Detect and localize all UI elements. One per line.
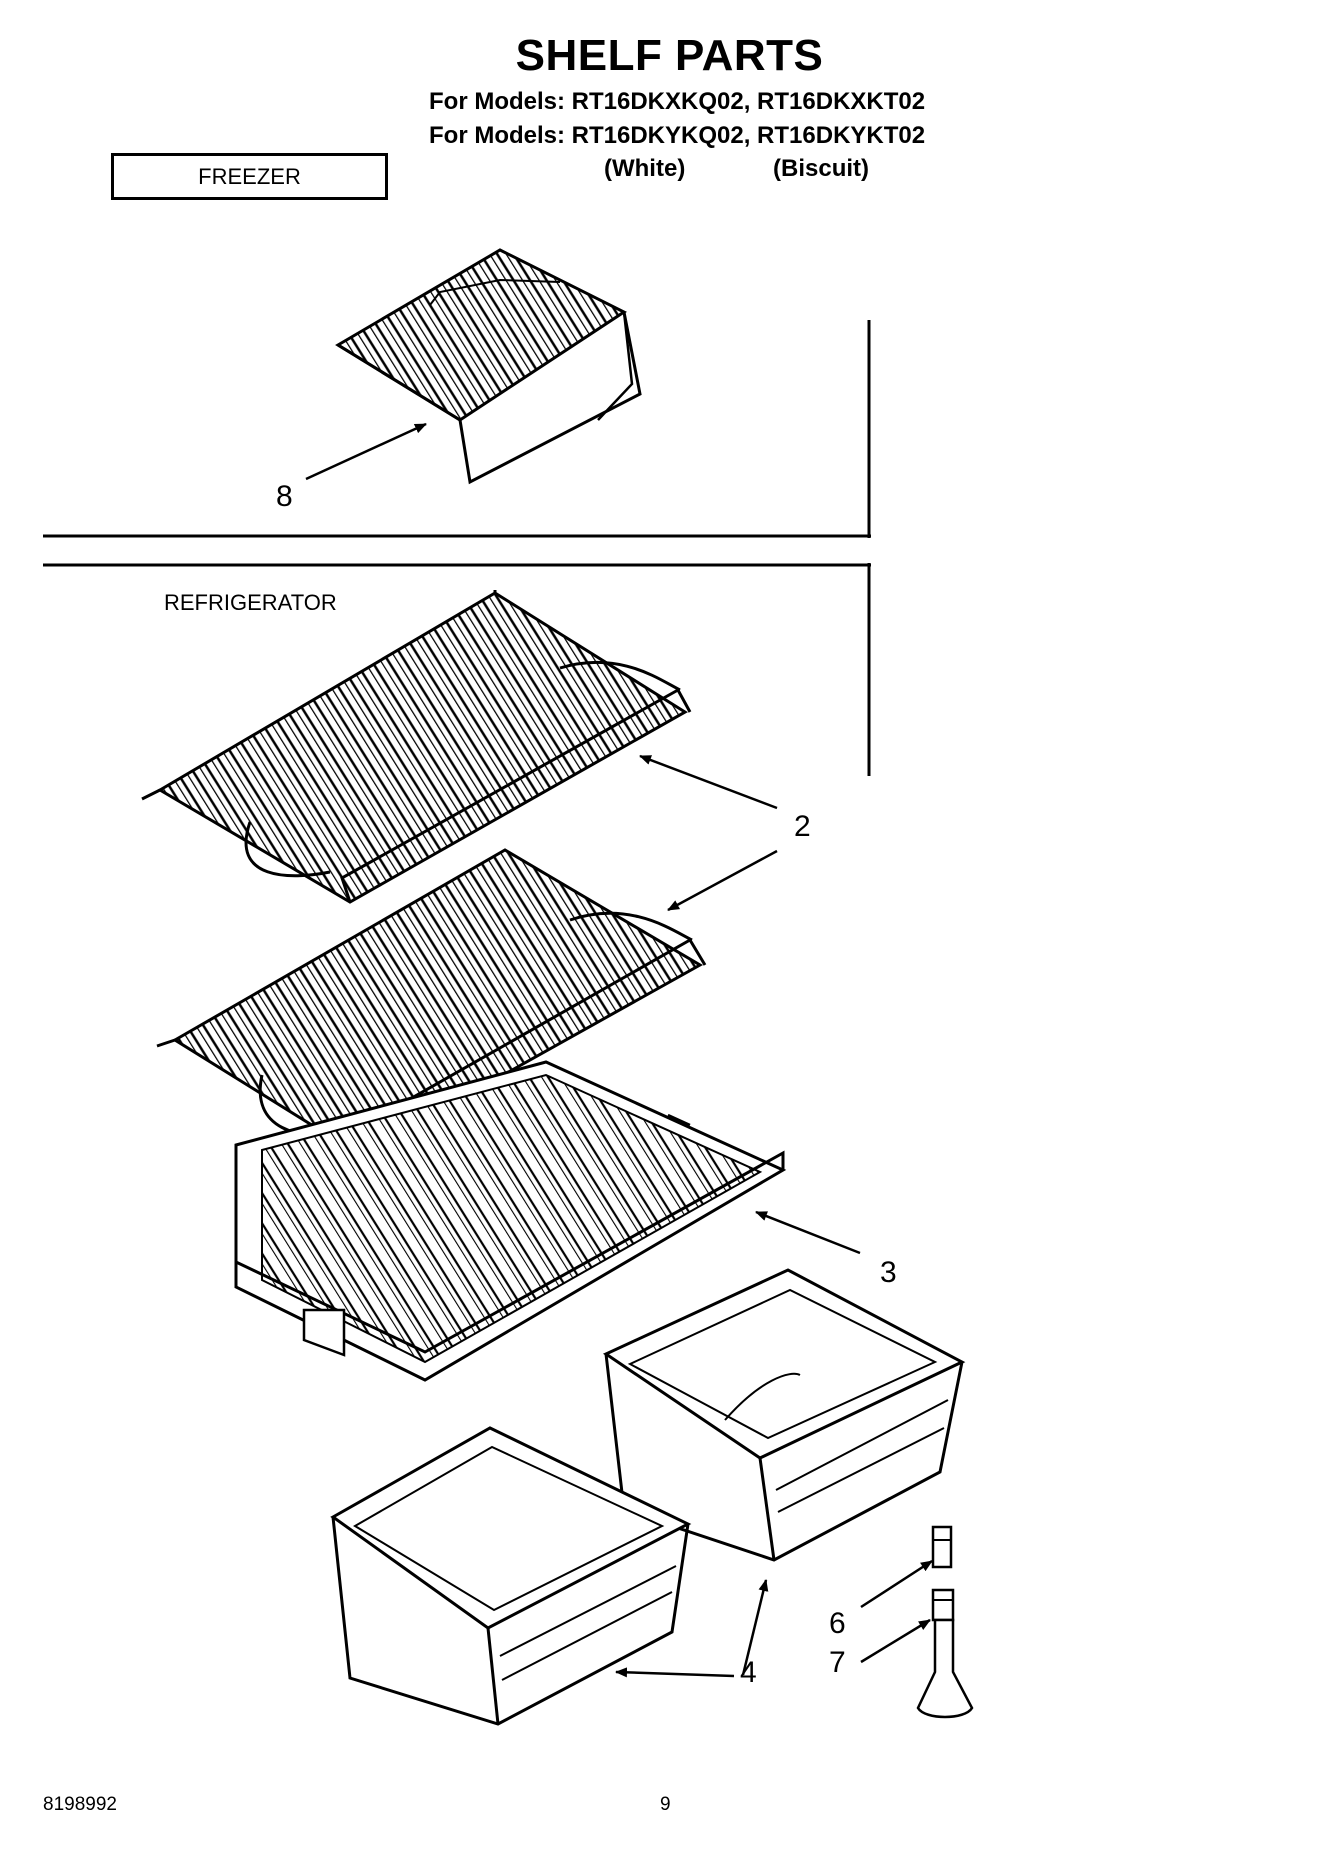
model-list-1: For Models: RT16DKXKQ02, RT16DKXKT02 (429, 88, 926, 115)
leader-arrow-3 (755, 1210, 861, 1255)
callout-7: 7 (829, 1646, 846, 1679)
page-number: 9 (660, 1794, 671, 1815)
leader-arrow-4b (615, 1667, 735, 1678)
leader-arrow-8 (305, 422, 427, 481)
page-title: SHELF PARTS (515, 31, 824, 80)
color-biscuit-label: (Biscuit) (773, 155, 869, 182)
cap-part (931, 1525, 953, 1569)
freezer-section-label: FREEZER (111, 153, 388, 200)
freezer-section-border (43, 320, 871, 538)
leader-arrow-4a (741, 1579, 769, 1676)
leader-arrow-2a (639, 754, 778, 810)
crisper-drawer-right (602, 1268, 966, 1562)
knob-part (916, 1588, 974, 1719)
callout-4: 4 (740, 1656, 757, 1689)
refrigerator-wire-shelf-upper (141, 590, 692, 904)
callout-2: 2 (794, 810, 811, 843)
callout-3: 3 (880, 1256, 897, 1289)
model-list-2: For Models: RT16DKYKQ02, RT16DKYKT02 (429, 122, 926, 149)
freezer-wire-shelf (335, 248, 642, 485)
leader-arrow-2b (667, 849, 778, 912)
crisper-drawer-left (330, 1426, 692, 1726)
leader-arrow-6 (860, 1559, 933, 1609)
refrigerator-section-label: REFRIGERATOR (164, 590, 337, 615)
leader-arrow-7 (860, 1618, 931, 1664)
glass-shelf (234, 1060, 787, 1382)
document-number: 8198992 (43, 1794, 117, 1815)
callout-8: 8 (276, 480, 293, 513)
refrigerator-section-border (43, 563, 871, 776)
callout-6: 6 (829, 1607, 846, 1640)
color-white-label: (White) (604, 155, 686, 182)
